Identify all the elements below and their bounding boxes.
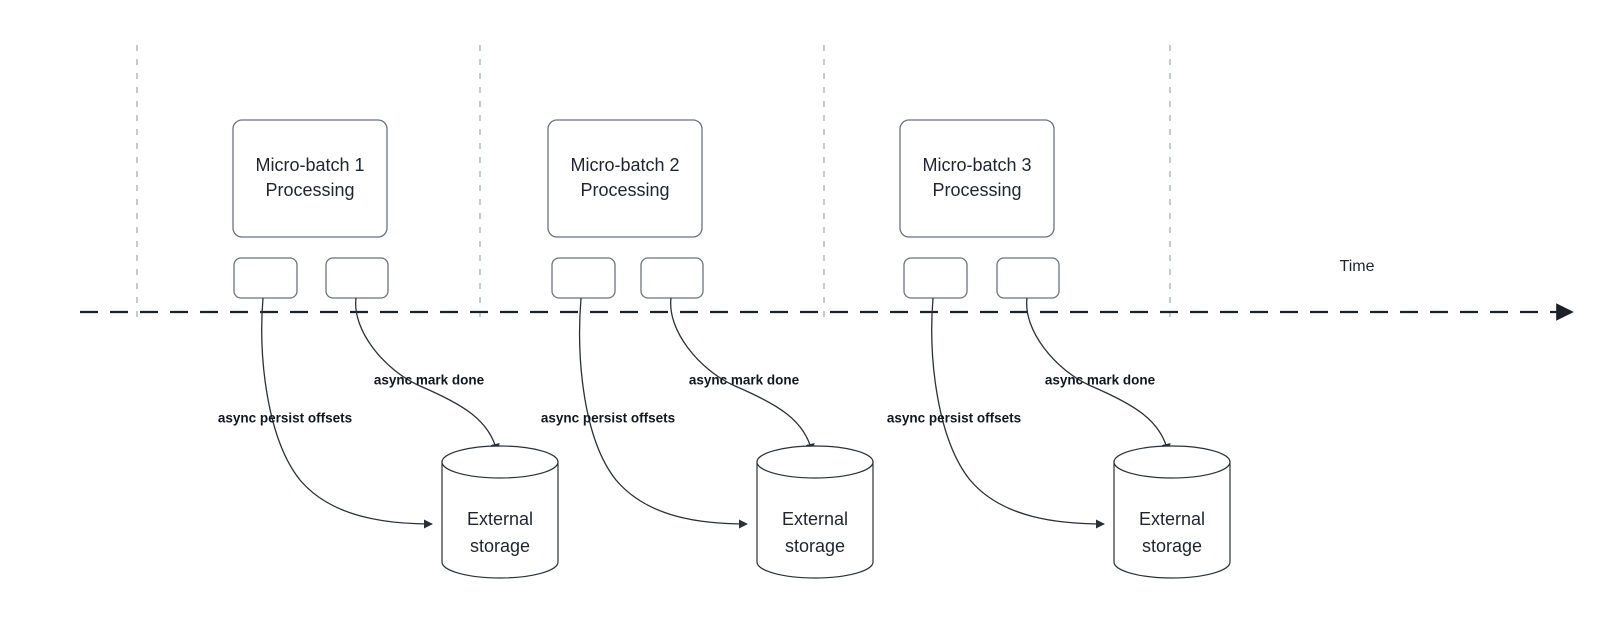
persist-offsets-curve-3	[931, 297, 1105, 529]
storage-top-ellipse-3	[1113, 445, 1231, 479]
storage-body-2	[756, 461, 874, 579]
persist-offsets-label-3: async persist offsets	[887, 411, 1021, 426]
markdone-task-box-2[interactable]	[640, 257, 704, 299]
micro-batch-1-rect	[232, 119, 388, 238]
persist-task-box-3[interactable]	[903, 257, 968, 299]
storage-top-ellipse-2	[756, 445, 874, 479]
persist-offsets-curve-1	[261, 297, 433, 529]
persist-task-box-2[interactable]	[551, 257, 616, 299]
storage-label-3-line2: storage	[1142, 536, 1202, 556]
micro-batch-2-box[interactable]: Micro-batch 2 Processing	[547, 119, 703, 238]
micro-batch-1-label-line2: Processing	[265, 180, 354, 200]
micro-batch-group-1: Micro-batch 1 Processing async persist o…	[218, 119, 559, 579]
micro-batch-3-box[interactable]: Micro-batch 3 Processing	[899, 119, 1055, 238]
micro-batch-3-label-line2: Processing	[932, 180, 1021, 200]
persist-offsets-label-2: async persist offsets	[541, 411, 675, 426]
micro-batch-1-box[interactable]: Micro-batch 1 Processing	[232, 119, 388, 238]
storage-label-2-line2: storage	[785, 536, 845, 556]
mark-done-label-2: async mark done	[689, 373, 800, 388]
external-storage-cylinder-2[interactable]: External storage	[756, 445, 874, 579]
storage-label-2-line1: External	[782, 509, 848, 529]
micro-batch-3-label-line1: Micro-batch 3	[922, 155, 1031, 175]
storage-label-3-line1: External	[1139, 509, 1205, 529]
mark-done-label-1: async mark done	[374, 373, 485, 388]
persist-offsets-label-1: async persist offsets	[218, 411, 352, 426]
mark-done-curve-1	[355, 297, 500, 453]
micro-batch-1-label-line1: Micro-batch 1	[255, 155, 364, 175]
mark-done-label-3: async mark done	[1045, 373, 1156, 388]
markdone-task-box-3[interactable]	[996, 257, 1060, 299]
storage-top-ellipse-1	[441, 445, 559, 479]
micro-batch-3-rect	[899, 119, 1055, 238]
storage-body-3	[1113, 461, 1231, 579]
mark-done-curve-3	[1026, 297, 1171, 453]
external-storage-cylinder-3[interactable]: External storage	[1113, 445, 1231, 579]
batch-separators	[136, 45, 1171, 325]
micro-batch-2-label-line2: Processing	[580, 180, 669, 200]
micro-batch-2-rect	[547, 119, 703, 238]
storage-label-1-line2: storage	[470, 536, 530, 556]
micro-batch-group-2: Micro-batch 2 Processing async persist o…	[541, 119, 874, 579]
persist-task-box-1[interactable]	[233, 257, 298, 299]
external-storage-cylinder-1[interactable]: External storage	[441, 445, 559, 579]
time-axis-label: Time	[1340, 258, 1375, 275]
storage-body-1	[441, 461, 559, 579]
storage-label-1-line1: External	[467, 509, 533, 529]
micro-batch-group-3: Micro-batch 3 Processing async persist o…	[887, 119, 1231, 579]
time-axis: Time	[80, 258, 1574, 321]
mark-done-curve-2	[670, 297, 815, 453]
micro-batch-2-label-line1: Micro-batch 2	[570, 155, 679, 175]
markdone-task-box-1[interactable]	[325, 257, 389, 299]
persist-offsets-curve-2	[579, 297, 748, 529]
